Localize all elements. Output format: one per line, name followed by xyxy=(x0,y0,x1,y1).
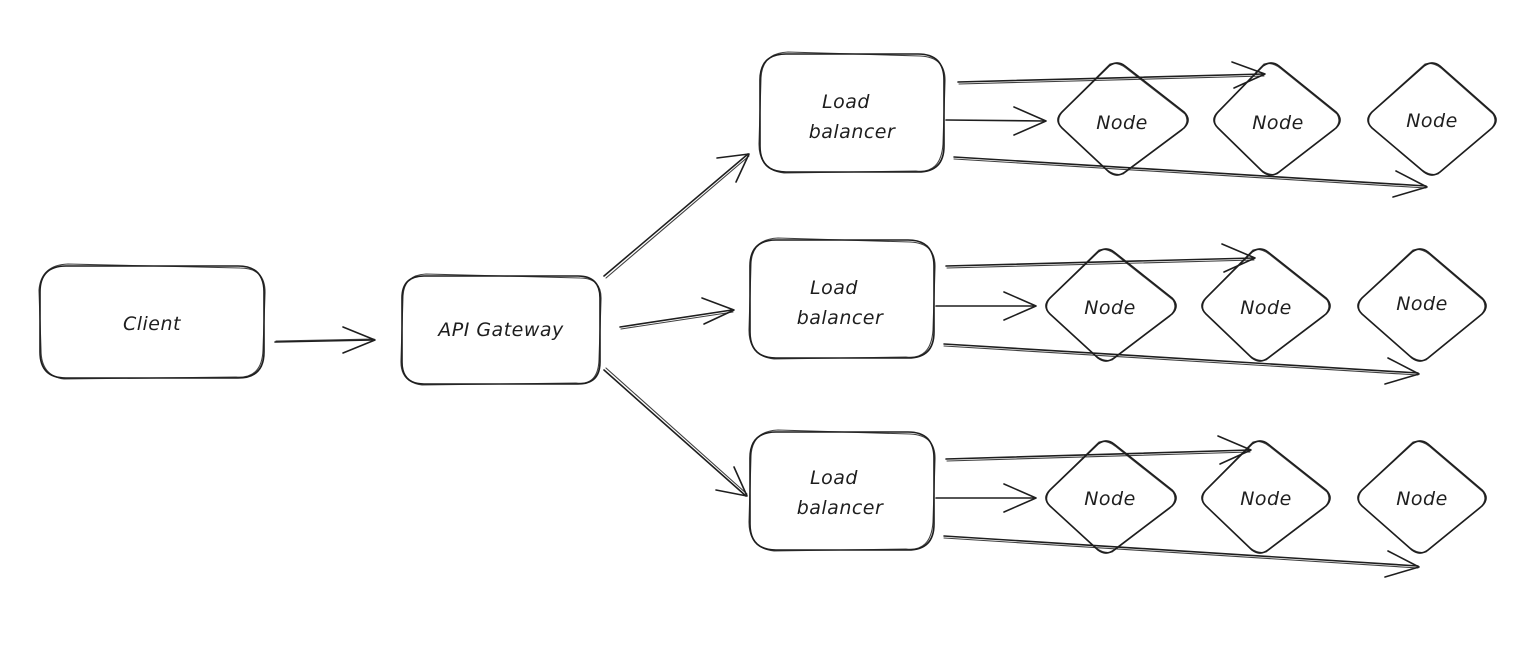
arrow-lb2-to-node3 xyxy=(943,343,1420,385)
node-label-1-3: Node xyxy=(1406,110,1458,132)
node-1-1[interactable]: Node xyxy=(1057,62,1189,176)
load-balancer-label-1a: Load xyxy=(822,91,870,113)
arrow-gateway-to-lb-3 xyxy=(603,367,748,497)
load-balancer-box-2[interactable]: Load balancer xyxy=(748,237,936,360)
arrow-lb1-to-node2 xyxy=(957,61,1266,89)
node-label-3-3: Node xyxy=(1396,488,1448,510)
node-label-3-1: Node xyxy=(1084,488,1136,510)
arrow-lb3-to-node3 xyxy=(943,535,1420,578)
arrow-client-to-gateway xyxy=(274,326,376,354)
client-box[interactable]: Client xyxy=(38,263,266,380)
load-balancer-label-1b: balancer xyxy=(809,121,896,143)
node-1-3[interactable]: Node xyxy=(1367,62,1497,176)
api-gateway-label: API Gateway xyxy=(436,319,564,341)
node-label-2-3: Node xyxy=(1396,293,1448,315)
node-label-3-2: Node xyxy=(1240,488,1292,510)
load-balancer-box-1[interactable]: Load balancer xyxy=(758,51,946,174)
node-2-2[interactable]: Node xyxy=(1201,248,1331,362)
node-2-3[interactable]: Node xyxy=(1357,248,1487,362)
load-balancer-box-3[interactable]: Load balancer xyxy=(748,429,936,552)
node-label-1-1: Node xyxy=(1096,112,1148,134)
client-label: Client xyxy=(123,313,182,335)
api-gateway-box[interactable]: API Gateway xyxy=(400,273,602,386)
node-label-1-2: Node xyxy=(1252,112,1304,134)
load-balancer-label-3a: Load xyxy=(810,467,858,489)
arrow-lb1-to-node3 xyxy=(953,156,1428,198)
node-1-2[interactable]: Node xyxy=(1213,62,1341,176)
arrow-lb2-to-node2 xyxy=(945,243,1256,273)
node-label-2-2: Node xyxy=(1240,297,1292,319)
arrow-lb3-to-node2 xyxy=(945,435,1252,465)
arrow-gateway-to-lb-2 xyxy=(619,297,735,330)
arrow-lb2-to-node1 xyxy=(935,291,1037,321)
node-3-1[interactable]: Node xyxy=(1045,440,1177,554)
node-3-2[interactable]: Node xyxy=(1201,440,1331,554)
load-balancer-label-2b: balancer xyxy=(797,307,884,329)
load-balancer-label-3b: balancer xyxy=(797,497,884,519)
arrow-gateway-to-lb-1 xyxy=(603,153,750,279)
node-2-1[interactable]: Node xyxy=(1045,248,1177,362)
load-balancer-label-2a: Load xyxy=(810,277,858,299)
arrow-lb3-to-node1 xyxy=(935,483,1037,513)
node-label-2-1: Node xyxy=(1084,297,1136,319)
arrow-lb1-to-node1 xyxy=(945,106,1047,136)
node-3-3[interactable]: Node xyxy=(1357,440,1487,554)
